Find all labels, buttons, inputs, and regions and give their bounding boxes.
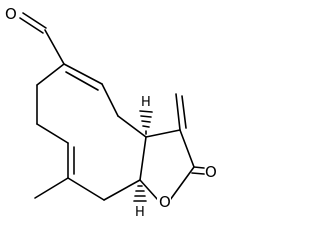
bond-c6-c7 <box>103 179 141 201</box>
bond-methylene-2 <box>181 95 187 129</box>
bond-carbonyl-2 <box>191 172 205 175</box>
bond-o-ring-c12 <box>169 166 195 201</box>
ring-oxygen-label: O <box>159 193 171 211</box>
aldehyde-group <box>19 12 65 65</box>
bond-c8-c9 <box>117 115 147 138</box>
bond-c3-c4 <box>36 123 69 144</box>
bond-c1-c2 <box>36 63 65 86</box>
stereo-hash-bottom <box>133 185 147 202</box>
bond-carbonyl-1 <box>193 166 205 169</box>
bond-methylene-1 <box>175 93 181 131</box>
bond-methyl <box>34 177 69 199</box>
bond-co-aldehyde-2 <box>19 17 44 34</box>
stereo-h-bottom-label: H <box>135 205 145 220</box>
ring-oxygen-bg <box>157 193 171 209</box>
bond-c7-c8 <box>139 136 147 181</box>
bond-c10-c1-b <box>65 71 99 91</box>
stereo-hash-top <box>139 110 153 135</box>
stereo-h-top-label: H <box>141 95 151 110</box>
bond-co-aldehyde-1 <box>22 12 47 29</box>
aldehyde-oxygen-label: O <box>5 5 17 23</box>
bond-c9-c10 <box>101 83 119 117</box>
bond-aldehyde-ring <box>44 29 65 65</box>
methylene-group <box>175 93 187 131</box>
methyl-group <box>34 177 69 199</box>
lactone-ring <box>139 129 195 201</box>
macrocycle-ring <box>36 63 147 201</box>
carbonyl-oxygen-label: O <box>205 163 217 181</box>
bond-c5-c6 <box>67 177 105 201</box>
bond-c7-o-ring <box>139 179 159 201</box>
carbonyl-group <box>191 166 205 175</box>
bond-c12-c11 <box>179 129 195 168</box>
bond-c11-c8 <box>145 129 181 138</box>
bond-c10-c1-a <box>63 63 103 85</box>
molecule-diagram: O O O H H <box>5 5 217 220</box>
